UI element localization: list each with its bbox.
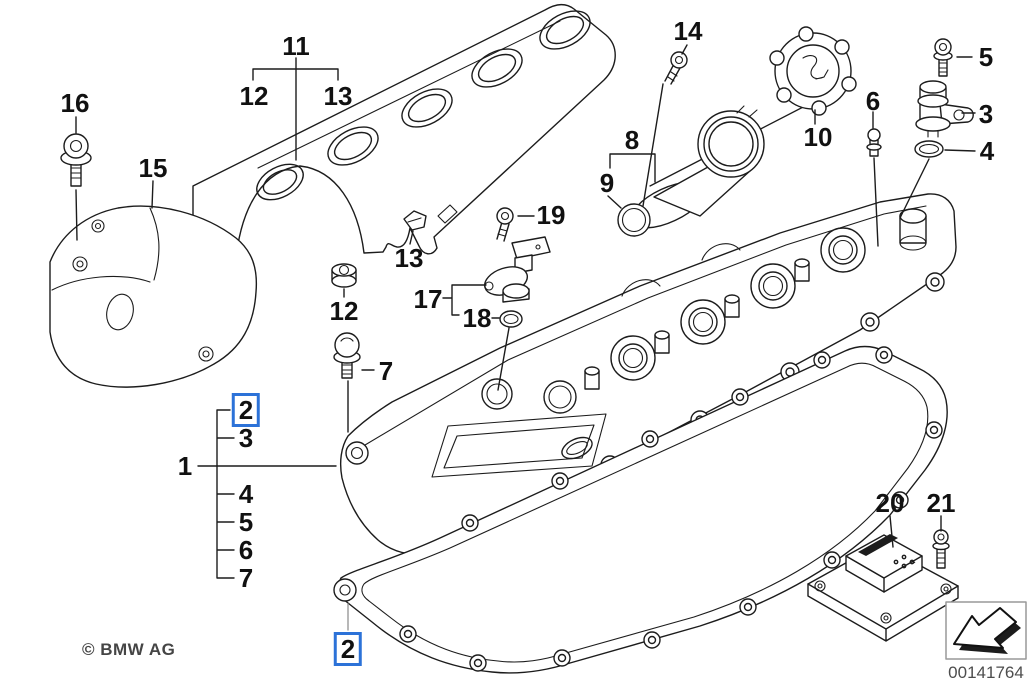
o-ring-18-drawing xyxy=(499,310,523,328)
callout-3[interactable]: 3 xyxy=(978,99,994,129)
callout-16[interactable]: 16 xyxy=(60,88,90,118)
valve-part-6-drawing xyxy=(866,128,882,157)
engine-cover-drawing xyxy=(192,3,616,266)
callout-4[interactable]: 4 xyxy=(979,136,995,166)
callout-12[interactable]: 12 xyxy=(239,81,269,111)
callout-11[interactable]: 11 xyxy=(282,31,310,61)
bolt-14-drawing xyxy=(664,51,688,85)
bolt-7-drawing xyxy=(333,332,361,379)
callout-3[interactable]: 3 xyxy=(238,423,254,453)
leader-lines xyxy=(75,44,976,631)
o-ring-9-drawing xyxy=(617,203,651,237)
callout-20[interactable]: 20 xyxy=(875,488,905,518)
oil-filler-neck-drawing xyxy=(630,87,841,229)
callout-6[interactable]: 6 xyxy=(865,86,881,116)
callout-7[interactable]: 7 xyxy=(378,356,394,386)
callout-5[interactable]: 5 xyxy=(238,507,254,537)
callout-17[interactable]: 17 xyxy=(413,284,443,314)
callout-19[interactable]: 19 xyxy=(536,200,566,230)
callout-9[interactable]: 9 xyxy=(599,168,615,198)
callout-13[interactable]: 13 xyxy=(323,81,353,111)
callout-15[interactable]: 15 xyxy=(138,153,168,183)
clip-13-drawing xyxy=(403,210,427,231)
eccentric-sensor-17-drawing xyxy=(483,236,551,303)
oil-cap-drawing xyxy=(769,26,857,116)
callout-1[interactable]: 1 xyxy=(177,451,193,481)
bolt-19-drawing xyxy=(496,207,514,242)
callout-12[interactable]: 12 xyxy=(329,296,359,326)
gasket-drawing xyxy=(333,345,948,674)
nav-arrow-box[interactable] xyxy=(945,601,1027,660)
callout-5[interactable]: 5 xyxy=(978,42,994,72)
bolt-16-drawing xyxy=(60,133,92,187)
callout-8[interactable]: 8 xyxy=(624,125,640,155)
bolt-5-drawing xyxy=(933,38,953,77)
o-ring-4-drawing xyxy=(914,140,944,158)
callout-14[interactable]: 14 xyxy=(673,16,703,46)
callout-4[interactable]: 4 xyxy=(238,479,254,509)
diagonal-back-arrow-icon xyxy=(953,607,1017,649)
corner-cover-drawing xyxy=(49,205,258,388)
copyright-text: © BMW AG xyxy=(82,640,176,659)
callout-2[interactable]: 2 xyxy=(231,393,261,427)
camshaft-sensor-drawing xyxy=(915,80,974,138)
bolt-21-drawing xyxy=(932,529,950,569)
callout-18[interactable]: 18 xyxy=(462,303,492,333)
callout-6[interactable]: 6 xyxy=(238,535,254,565)
control-module-drawing xyxy=(807,534,959,642)
grommet-12-drawing xyxy=(331,263,357,288)
diagram-id-text: 00141764 xyxy=(948,663,1024,682)
callout-7[interactable]: 7 xyxy=(238,563,254,593)
callout-13[interactable]: 13 xyxy=(394,243,424,273)
callout-21[interactable]: 21 xyxy=(926,488,956,518)
callout-10[interactable]: 10 xyxy=(803,122,833,152)
callout-2[interactable]: 2 xyxy=(333,632,363,666)
